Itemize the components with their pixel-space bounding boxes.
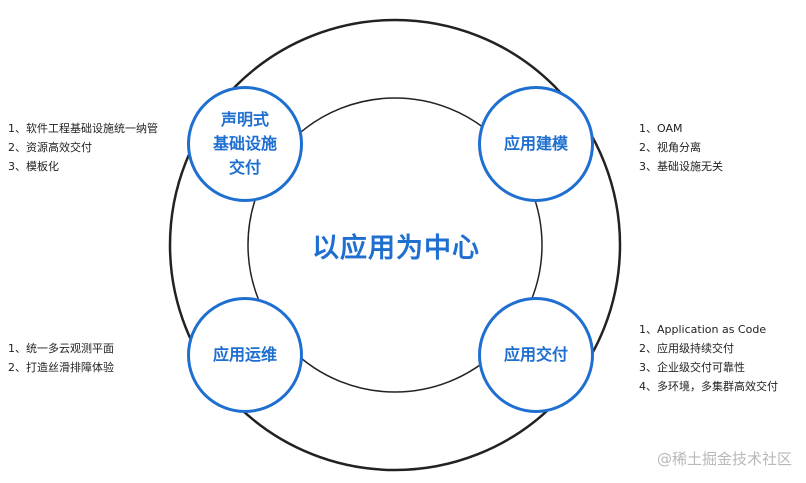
notes-top-right: 1、OAM 2、视角分离 3、基础设施无关 <box>639 119 723 176</box>
node-label-line-2: 基础设施 <box>212 134 277 153</box>
note-item: 2、打造丝滑排障体验 <box>8 361 114 374</box>
center-title: 以应用为中心 <box>312 233 480 264</box>
notes-top-left: 1、软件工程基础设施统一纳管 2、资源高效交付 3、模板化 <box>8 119 158 176</box>
notes-bottom-left: 1、统一多云观测平面 2、打造丝滑排障体验 <box>8 339 114 377</box>
node-app-modeling: 应用建模 <box>478 86 594 202</box>
note-item: 1、统一多云观测平面 <box>8 342 114 355</box>
watermark: @稀土掘金技术社区 <box>656 450 792 468</box>
note-item: 1、Application as Code <box>639 323 767 336</box>
note-item: 3、企业级交付可靠性 <box>639 361 745 374</box>
note-item: 1、软件工程基础设施统一纳管 <box>8 122 158 135</box>
note-item: 4、多环境，多集群高效交付 <box>639 380 778 393</box>
node-label-line-3: 交付 <box>228 158 261 177</box>
node-label: 应用建模 <box>503 134 568 153</box>
inner-ring <box>247 97 543 393</box>
note-item: 3、模板化 <box>8 160 59 173</box>
note-item: 2、资源高效交付 <box>8 141 92 154</box>
node-app-delivery: 应用交付 <box>478 297 594 413</box>
node-declarative-infra-delivery: 声明式 基础设施 交付 <box>187 86 303 202</box>
notes-bottom-right: 1、Application as Code 2、应用级持续交付 3、企业级交付可… <box>639 320 778 396</box>
note-item: 2、应用级持续交付 <box>639 342 734 355</box>
note-item: 2、视角分离 <box>639 141 701 154</box>
outer-ring <box>168 18 622 472</box>
node-label: 应用交付 <box>503 345 568 364</box>
node-label: 应用运维 <box>212 345 277 364</box>
note-item: 3、基础设施无关 <box>639 160 723 173</box>
node-app-operations: 应用运维 <box>187 297 303 413</box>
node-label-line-1: 声明式 <box>220 110 269 129</box>
note-item: 1、OAM <box>639 122 683 135</box>
